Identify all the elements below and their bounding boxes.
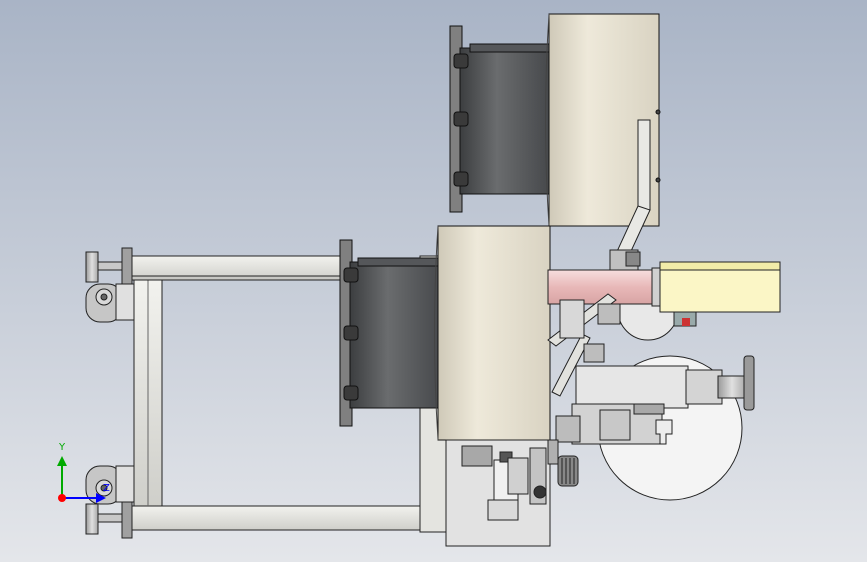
dancer-arm-upper <box>609 119 651 273</box>
y-axis-label: Y <box>59 442 66 453</box>
z-axis-label: Z <box>103 483 110 494</box>
lower-reel-hub <box>339 239 445 427</box>
guide-arms <box>547 293 621 397</box>
drive-assembly <box>555 355 755 445</box>
upper-reel-hub <box>449 25 553 213</box>
label-box <box>659 261 781 327</box>
caster-wheels <box>85 283 135 505</box>
x-axis-origin-icon <box>58 494 66 502</box>
leveling-feet <box>85 247 133 539</box>
lower-mechanism <box>445 439 579 547</box>
